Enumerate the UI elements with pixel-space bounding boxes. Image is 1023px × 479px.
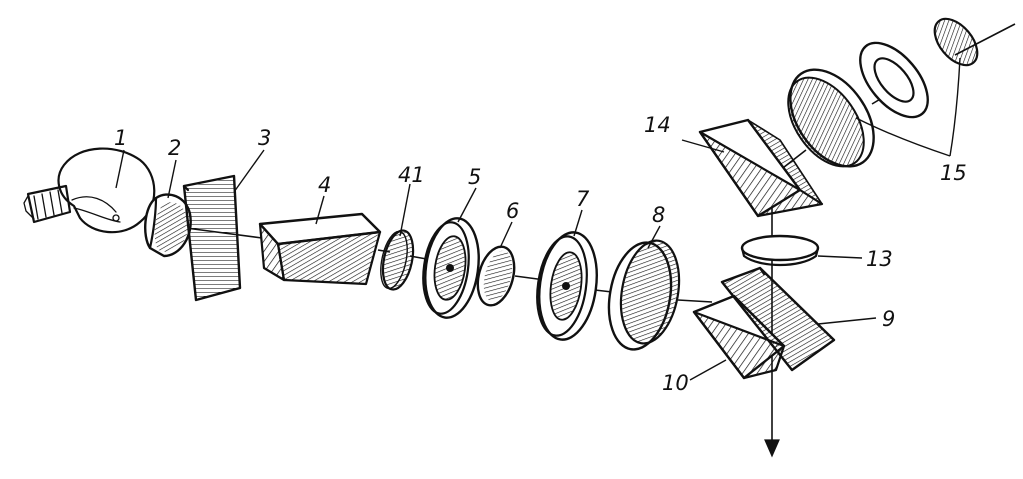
thin-disc [380, 229, 415, 291]
label-14: 14 [644, 113, 671, 137]
leader-lines [115, 57, 961, 381]
label-2: 2 [168, 136, 181, 160]
label-9: 9 [882, 307, 895, 331]
upper-prism [698, 118, 824, 218]
label-5: 5 [468, 165, 481, 189]
condenser-lens [144, 193, 192, 258]
objective-ring [422, 217, 480, 319]
eyepiece-small-lens [933, 17, 979, 67]
label-41: 41 [398, 163, 425, 187]
label-10: 10 [662, 371, 689, 395]
flat-lens [740, 234, 820, 266]
label-1: 1 [114, 126, 127, 150]
label-3: 3 [258, 126, 271, 150]
second-ring [536, 231, 598, 341]
label-8: 8 [652, 203, 665, 227]
mirror-plate [720, 266, 836, 372]
lamp-bulb [23, 147, 156, 234]
output-arrow-icon [764, 439, 780, 458]
reference-numerals: 1 2 3 4 41 5 6 7 8 9 10 13 14 15 [114, 113, 967, 395]
label-13: 13 [866, 247, 893, 271]
label-4: 4 [318, 173, 331, 197]
label-7: 7 [576, 187, 590, 211]
filter-plate [182, 174, 242, 302]
label-15: 15 [940, 161, 967, 185]
eyepiece-ring [859, 41, 929, 119]
lower-prism [692, 294, 786, 380]
eyepiece-large-lens [787, 68, 875, 168]
large-lens [607, 239, 681, 351]
prism-rod [258, 212, 382, 286]
label-6: 6 [506, 199, 519, 223]
small-lens [476, 245, 516, 307]
